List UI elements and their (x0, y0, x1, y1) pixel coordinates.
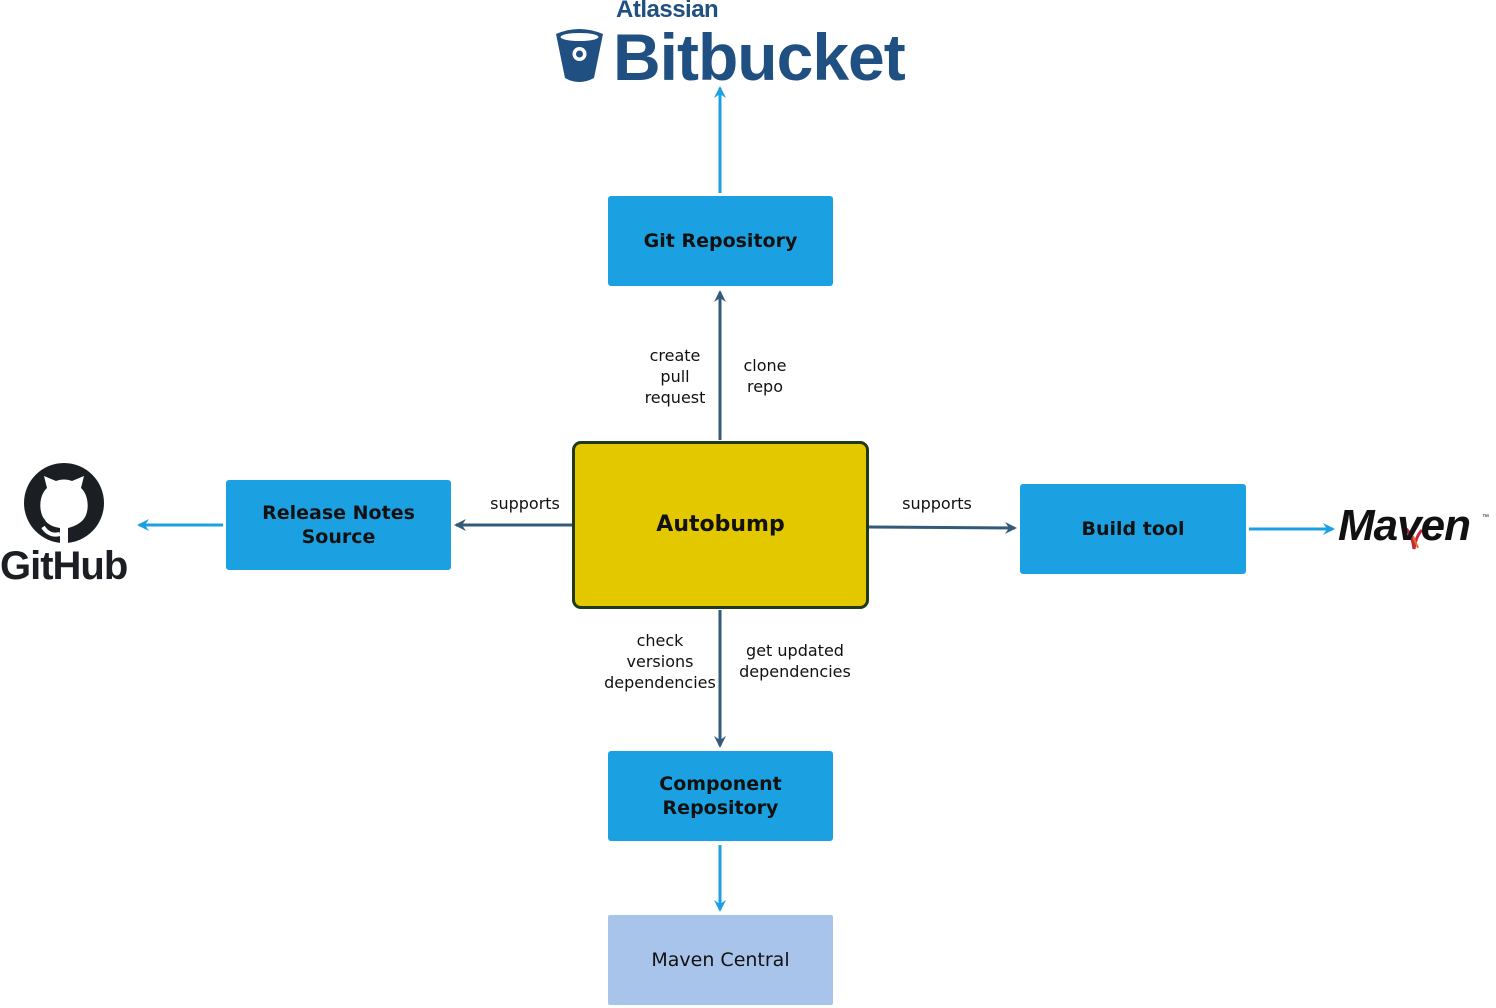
component-repository-node: Component Repository (608, 751, 833, 841)
autobump-node: Autobump (572, 441, 869, 609)
edge-label-check-versions-dependencies: check versions dependencies (604, 631, 716, 692)
maven-central-node: Maven Central (608, 915, 833, 1005)
maven-trademark: ™ (1482, 514, 1489, 521)
github-logo-text: GitHub (0, 544, 128, 588)
git-repository-node: Git Repository (608, 196, 833, 286)
component-repository-label: Component Repository (659, 773, 782, 819)
edge-label-get-updated-dependencies: get updated dependencies (739, 641, 851, 681)
build-tool-node: Build tool (1020, 484, 1246, 574)
release-notes-source-label: Release Notes Source (262, 502, 415, 548)
edge-label-supports-right: supports (902, 494, 972, 513)
maven-logo-text: Maven (1338, 501, 1471, 550)
release-notes-source-node: Release Notes Source (226, 480, 451, 570)
autobump-label: Autobump (656, 512, 785, 537)
edge-label-create-pull-request: create pull request (644, 346, 706, 407)
edge-autobump-to-build-tool (868, 521, 1017, 534)
maven-feather-icon (1404, 526, 1424, 550)
github-octocat-icon (24, 463, 104, 543)
maven-central-label: Maven Central (651, 949, 790, 971)
bitbucket-logo-text: Bitbucket (613, 20, 906, 94)
bitbucket-bucket-icon (556, 29, 603, 82)
atlassian-logo-text: Atlassian (616, 0, 719, 23)
build-tool-label: Build tool (1081, 518, 1185, 540)
git-repository-label: Git Repository (643, 230, 798, 252)
edge-label-clone-repo: clone repo (743, 356, 787, 396)
edge-label-supports-left: supports (490, 494, 560, 513)
